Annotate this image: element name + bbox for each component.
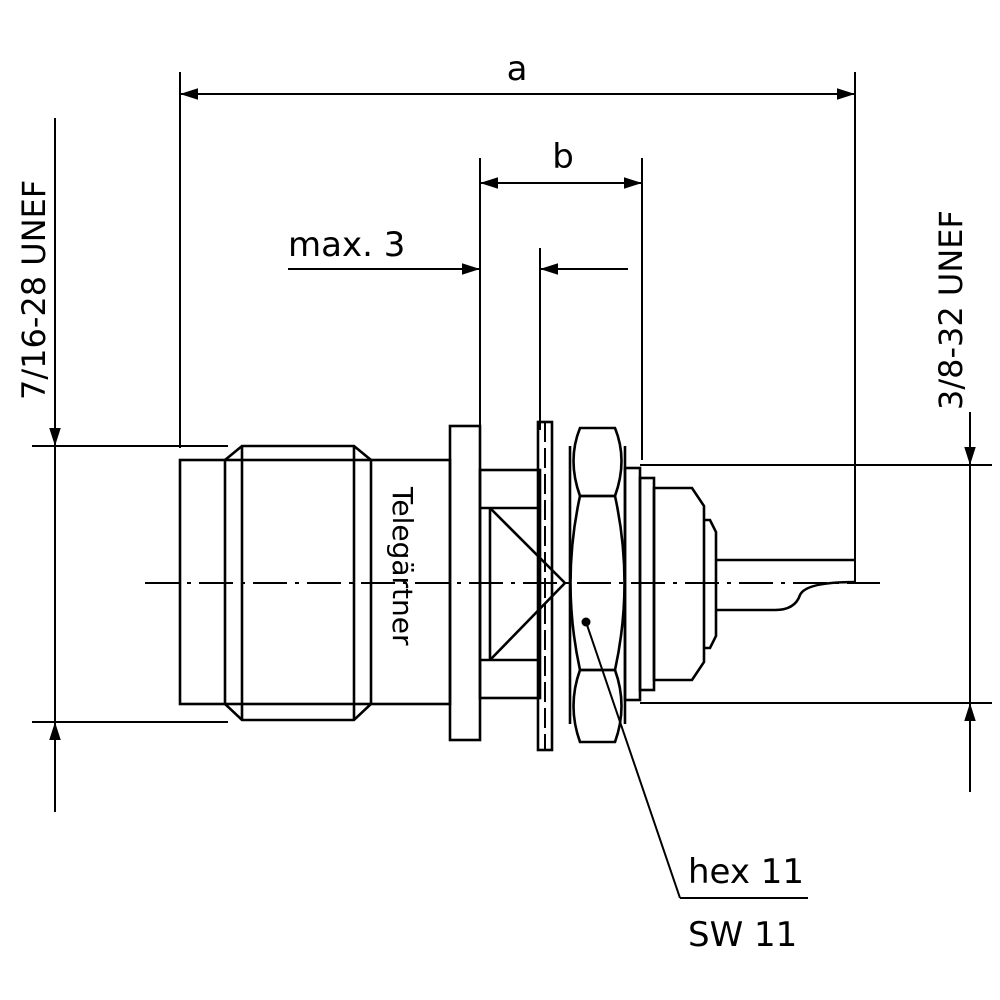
dimension-a-label: a	[507, 49, 528, 89]
hex-leader: hex 11 SW 11	[581, 617, 808, 955]
sw-label: SW 11	[688, 915, 797, 955]
thread-left-label: 7/16-28 UNEF	[15, 180, 53, 400]
dimension-max-label: max. 3	[288, 225, 405, 265]
hex-label: hex 11	[688, 852, 804, 892]
dimension-thread-right: 3/8-32 UNEF	[640, 210, 992, 792]
thread-right-label: 3/8-32 UNEF	[932, 210, 970, 410]
rear-section	[623, 466, 856, 702]
dimension-a: a	[179, 49, 856, 582]
lock-washer	[536, 420, 554, 752]
dimension-max: max. 3	[288, 225, 628, 430]
dimension-b-label: b	[552, 137, 574, 177]
hex-nut	[568, 426, 627, 744]
dimension-b: b	[479, 137, 643, 470]
brand-label: Telegärtner	[386, 486, 419, 646]
dimension-thread-left: 7/16-28 UNEF	[15, 118, 228, 812]
